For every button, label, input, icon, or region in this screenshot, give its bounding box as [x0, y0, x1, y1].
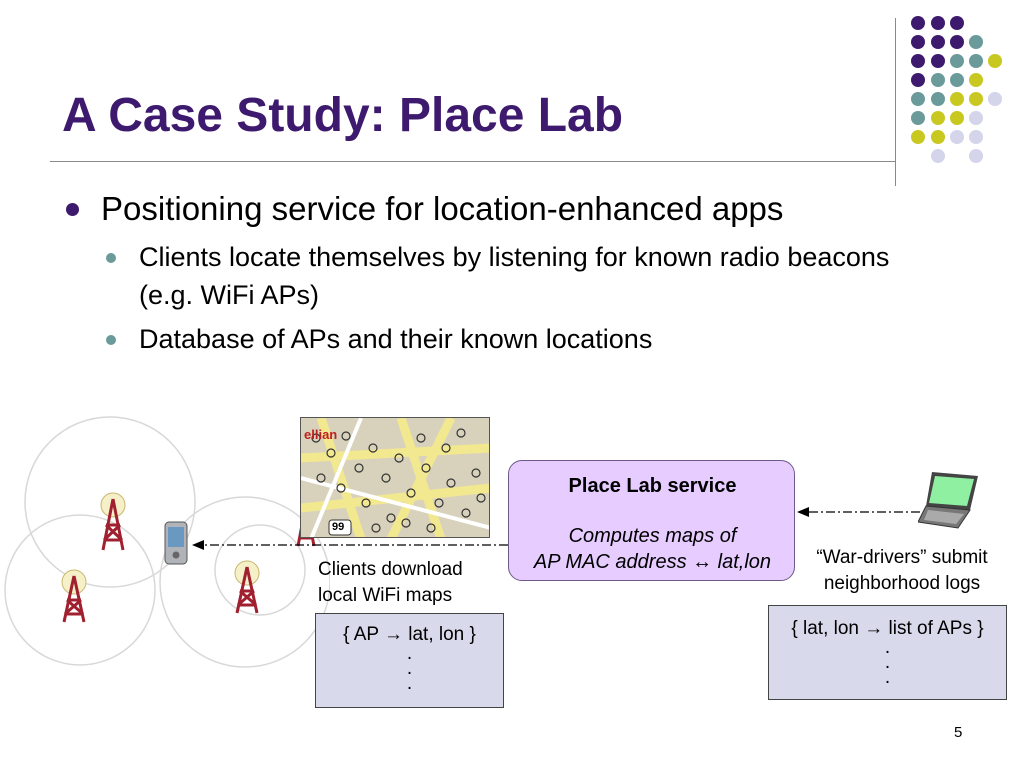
client-db-ellipsis-2: . — [406, 658, 413, 679]
coverage-ring — [159, 496, 330, 668]
wardriver-db-ellipsis-3: . — [884, 667, 891, 688]
title-horizontal-rule — [50, 161, 896, 162]
submit-arrowhead — [797, 507, 809, 517]
dot-row-6 — [911, 111, 983, 125]
coverage-ring — [24, 416, 196, 588]
dot-row-2 — [911, 35, 983, 49]
radio-tower-icon — [234, 560, 260, 614]
radio-tower-icon — [100, 492, 126, 551]
client-caption-line-2: local WiFi maps — [318, 585, 453, 606]
sub-bullet-1: Clients locate themselves by listening f… — [139, 242, 890, 310]
page-number: 5 — [954, 724, 963, 741]
wardriver-db-entry: { lat, lon → list of APs } — [791, 618, 984, 639]
map-route-label: 99 — [332, 521, 345, 533]
sub-bullet-2: Database of APs and their known location… — [139, 324, 653, 354]
service-title: Place Lab service — [568, 475, 737, 497]
pda-device-icon — [164, 521, 188, 565]
wardriver-caption-line-2: neighborhood logs — [823, 573, 981, 594]
wardriver-caption-line-1: “War-drivers” submit — [816, 547, 988, 568]
coverage-ring — [214, 524, 306, 616]
slide-title: A Case Study: Place Lab — [62, 89, 624, 142]
bullet-main: Positioning service for location-enhance… — [101, 190, 784, 227]
title-vertical-rule — [895, 18, 896, 186]
radio-coverage-illustration — [4, 416, 330, 668]
dot-row-1 — [911, 16, 964, 30]
wifi-map-image: ellian 99 — [300, 417, 490, 538]
dot-row-4 — [911, 73, 983, 87]
laptop-icon — [918, 472, 978, 529]
dot-row-5 — [911, 92, 1002, 106]
client-caption-line-1: Clients download — [318, 559, 463, 580]
radio-tower-icon — [61, 569, 87, 623]
download-arrowhead — [192, 540, 204, 550]
client-caption: Clients download local WiFi maps — [318, 557, 463, 609]
service-desc-line-1: Computes maps of — [568, 525, 737, 547]
wardriver-database-box: { lat, lon → list of APs } . . . — [768, 605, 1007, 700]
sub-bullet-dot-1 — [106, 253, 116, 263]
client-db-entry: { AP → lat, lon } — [343, 624, 476, 645]
sub-bullet-dot-2 — [106, 335, 116, 345]
coverage-ring — [4, 514, 156, 666]
decorative-dot-grid — [911, 16, 1002, 163]
service-description: Computes maps of AP MAC address ↔ lat,lo… — [509, 523, 796, 575]
wardriver-db-ellipsis-1: . — [884, 637, 891, 658]
dot-row-3 — [911, 54, 1002, 68]
place-lab-service-box: Place Lab service Computes maps of AP MA… — [508, 460, 795, 581]
wardriver-caption: “War-drivers” submit neighborhood logs — [794, 545, 1010, 597]
bullet-dot — [66, 203, 79, 216]
dot-row-7 — [911, 130, 983, 144]
map-town-label: ellian — [304, 427, 338, 442]
client-database-box: { AP → lat, lon } . . . — [315, 613, 504, 708]
dot-row-8 — [931, 149, 983, 163]
client-db-ellipsis-3: . — [406, 673, 413, 694]
client-db-ellipsis-1: . — [406, 643, 413, 664]
wardriver-db-ellipsis-2: . — [884, 652, 891, 673]
service-desc-line-2: AP MAC address ↔ lat,lon — [533, 551, 772, 573]
